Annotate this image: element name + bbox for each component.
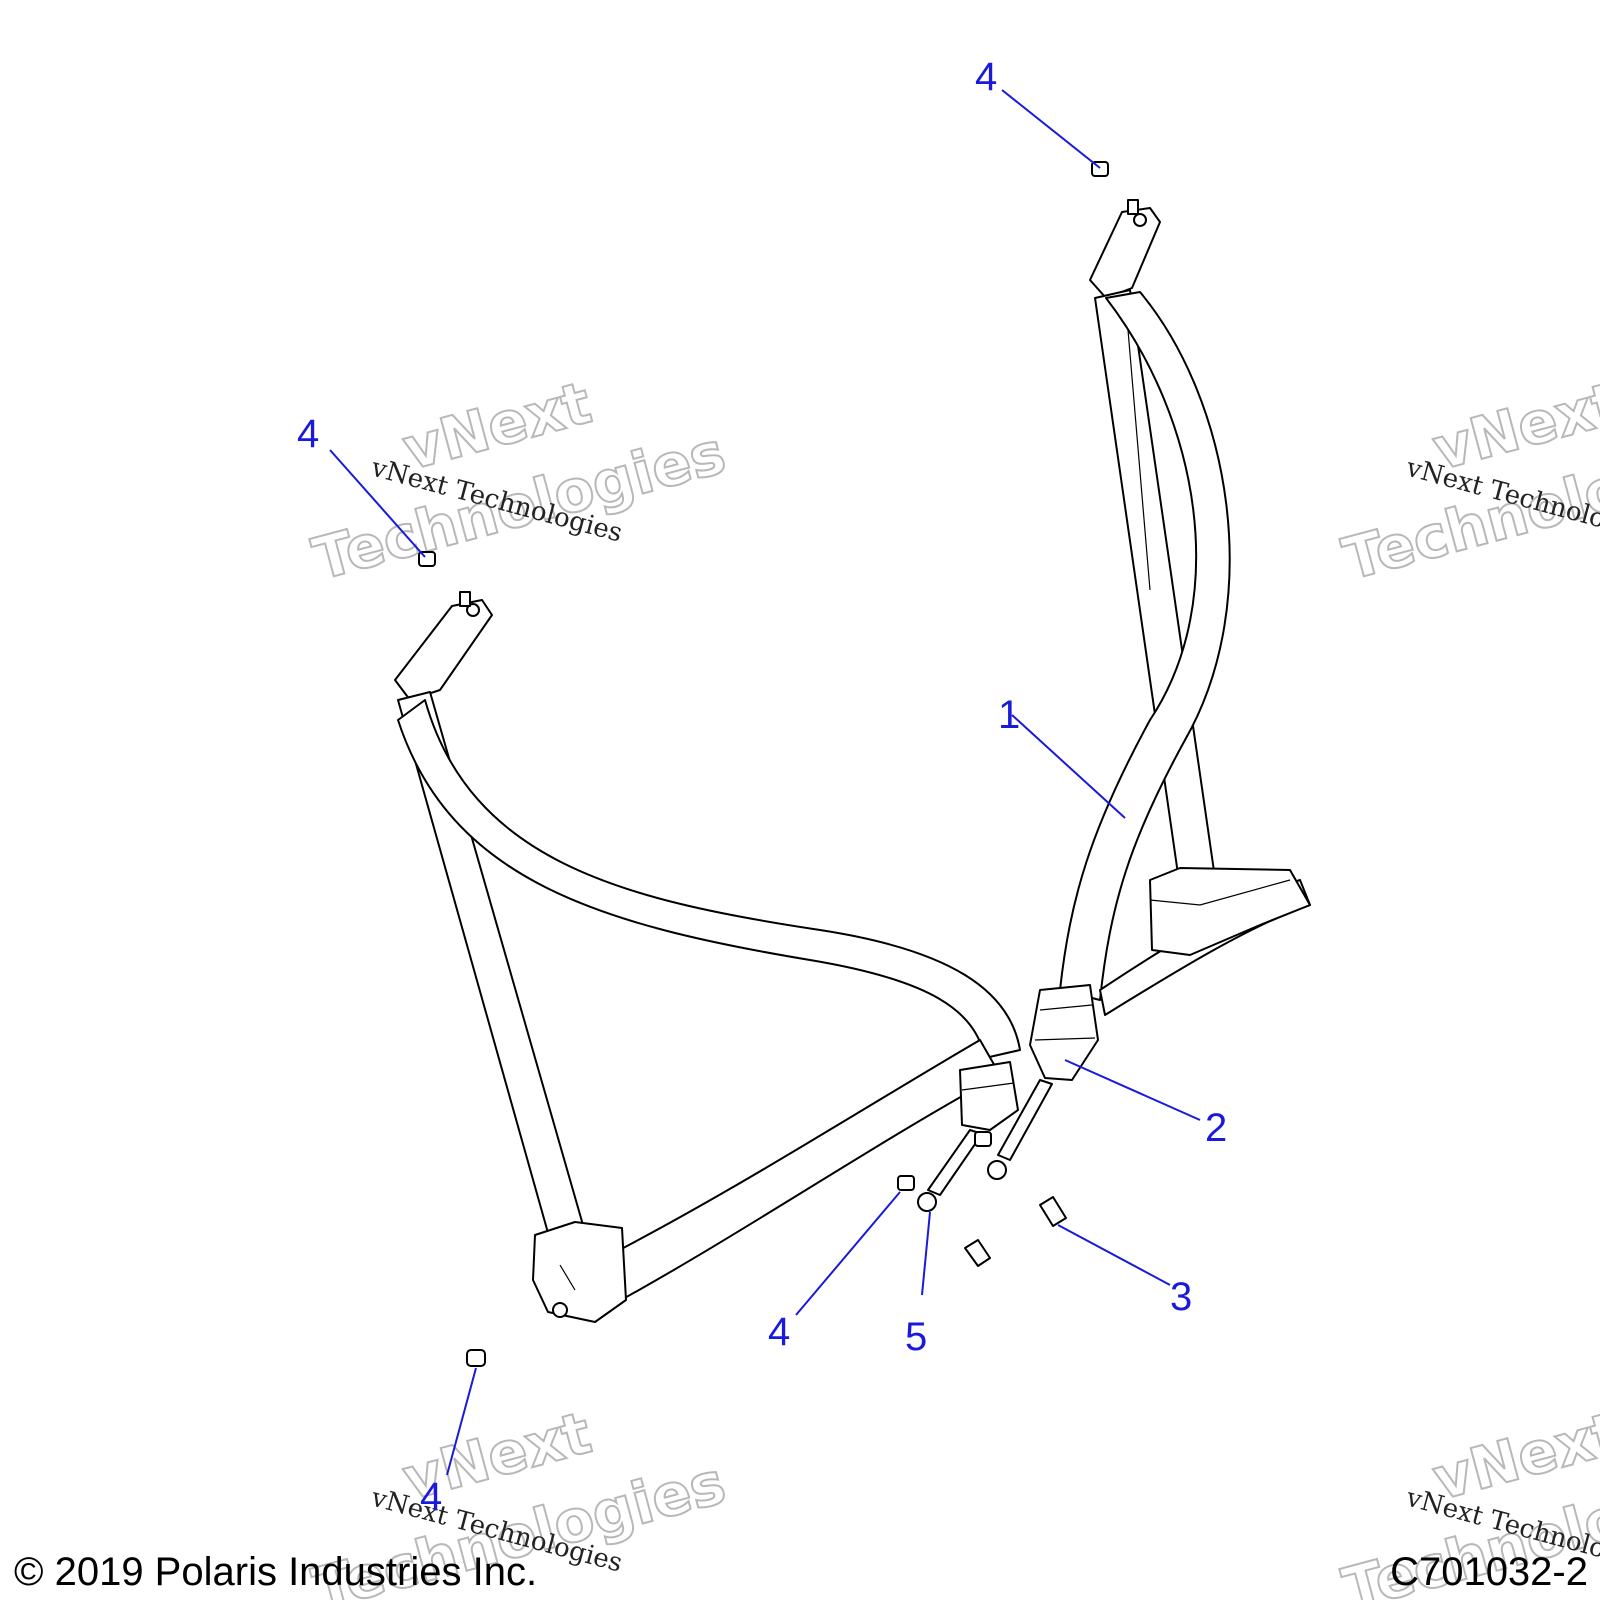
callout-1: 1: [998, 693, 1020, 737]
left-shoulder-webbing: [397, 699, 1021, 1059]
nut-bottom: [466, 1349, 486, 1367]
latch-stalk-cable: [927, 1129, 983, 1196]
bolt-center: [964, 1239, 991, 1267]
right-upper-anchor: [1089, 207, 1161, 299]
bolt-right: [1039, 1196, 1067, 1227]
left-lap-webbing: [589, 1039, 1001, 1306]
right-seat-belt-assembly: [987, 199, 1311, 1180]
left-upper-anchor-stud: [459, 591, 471, 607]
leader-4-center: [795, 1191, 901, 1316]
nut-center-right: [974, 1131, 992, 1147]
right-buckle: [1029, 984, 1099, 1081]
right-upper-anchor-bolt: [1133, 213, 1147, 227]
figure-id: C701032-2: [1390, 1550, 1588, 1594]
hardware: [418, 161, 1109, 1367]
callout-5: 5: [905, 1315, 927, 1359]
buckle-stalk-cable: [997, 1079, 1053, 1161]
callout-4-bottom: 4: [420, 1475, 442, 1519]
callouts: 4 4 1 2 3 4 5 4: [297, 55, 1227, 1519]
left-retractor: [532, 1221, 627, 1323]
watermark-top-right: vNext Technologies vNext Technologies: [1335, 367, 1600, 594]
callout-2: 2: [1205, 1106, 1227, 1150]
leader-5: [921, 1211, 931, 1296]
right-shoulder-webbing: [1059, 291, 1231, 1001]
nut-center-left: [897, 1175, 915, 1191]
latch-plate: [959, 1061, 1019, 1131]
leader-1: [1011, 714, 1126, 819]
callout-3: 3: [1170, 1275, 1192, 1319]
leader-4-bottom: [446, 1367, 477, 1476]
watermark-top-left: vNext Technologies vNext Technologies: [305, 367, 733, 594]
right-upper-anchor-stud: [1127, 199, 1139, 215]
leader-4-left: [329, 449, 426, 558]
leader-2: [1064, 1059, 1201, 1121]
right-retractor: [1149, 867, 1311, 956]
callout-4-left: 4: [297, 412, 319, 456]
left-retractor-bolt: [552, 1302, 568, 1318]
leader-3: [1057, 1224, 1171, 1286]
copyright-notice: © 2019 Polaris Industries Inc.: [14, 1550, 537, 1594]
leader-lines: [329, 89, 1201, 1476]
callout-4-top: 4: [975, 55, 997, 99]
callout-4-center: 4: [768, 1310, 790, 1354]
left-seat-belt-assembly: [394, 591, 1021, 1323]
latch-stalk-eyelet: [917, 1192, 937, 1212]
buckle-stalk-eyelet: [987, 1160, 1007, 1180]
leader-4-top: [1001, 89, 1101, 169]
